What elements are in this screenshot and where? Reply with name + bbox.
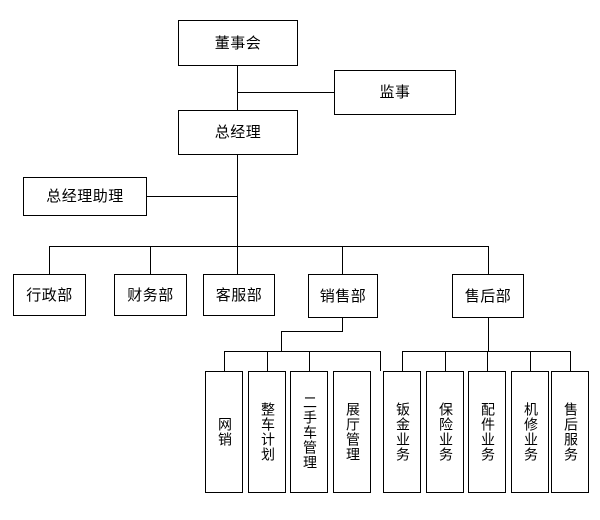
node-general-manager[interactable]: 总经理 xyxy=(178,110,298,155)
node-board-label: 董事会 xyxy=(214,33,262,52)
connector-sales-sub-bus xyxy=(224,351,380,352)
connector-drop-after-repair xyxy=(530,351,531,371)
node-after-repair-label: 机修业务 xyxy=(522,402,539,462)
node-dept-after-sales-label: 售后部 xyxy=(464,286,512,305)
node-after-parts[interactable]: 配件业务 xyxy=(468,371,506,493)
connector-board-to-supervisor xyxy=(237,92,334,93)
node-supervisor[interactable]: 监事 xyxy=(334,70,456,115)
node-sales-used-car-label: 二手车管理 xyxy=(301,394,318,470)
connector-drop-sales-used-car xyxy=(309,351,310,371)
node-dept-after-sales[interactable]: 售后部 xyxy=(452,274,524,318)
node-sales-vehicle-plan-label: 整车计划 xyxy=(259,402,276,462)
node-dept-sales[interactable]: 销售部 xyxy=(308,274,378,318)
node-after-bodywork[interactable]: 钣金业务 xyxy=(383,371,421,493)
node-dept-customer-service[interactable]: 客服部 xyxy=(203,274,275,316)
node-sales-online-label: 网销 xyxy=(216,417,233,447)
node-gm-assistant[interactable]: 总经理助理 xyxy=(23,177,147,216)
connector-after-sales-down xyxy=(488,318,489,351)
connector-sales-jog xyxy=(281,331,343,332)
node-sales-used-car[interactable]: 二手车管理 xyxy=(290,371,328,493)
node-after-bodywork-label: 钣金业务 xyxy=(394,402,411,462)
connector-drop-sales-showroom xyxy=(380,351,381,371)
node-sales-vehicle-plan[interactable]: 整车计划 xyxy=(248,371,286,493)
node-after-repair[interactable]: 机修业务 xyxy=(511,371,549,493)
node-general-manager-label: 总经理 xyxy=(214,123,262,142)
connector-sales-down-b xyxy=(281,331,282,351)
node-dept-sales-label: 销售部 xyxy=(319,286,367,305)
connector-drop-admin xyxy=(49,246,50,275)
node-board[interactable]: 董事会 xyxy=(178,20,298,66)
node-dept-finance[interactable]: 财务部 xyxy=(114,274,187,316)
node-after-service[interactable]: 售后服务 xyxy=(551,371,589,493)
node-after-service-label: 售后服务 xyxy=(562,402,579,462)
node-dept-admin[interactable]: 行政部 xyxy=(13,274,86,316)
node-dept-admin-label: 行政部 xyxy=(26,285,73,304)
connector-sales-down-a xyxy=(342,318,343,331)
node-after-insurance[interactable]: 保险业务 xyxy=(426,371,464,493)
connector-drop-sales xyxy=(342,246,343,275)
connector-drop-sales-online xyxy=(224,351,225,371)
connector-drop-after-insurance xyxy=(445,351,446,371)
node-dept-finance-label: 财务部 xyxy=(127,285,174,304)
node-after-parts-label: 配件业务 xyxy=(479,402,496,462)
connector-drop-finance xyxy=(150,246,151,275)
connector-gm-to-assistant xyxy=(146,196,237,197)
node-sales-showroom[interactable]: 展厅管理 xyxy=(333,371,371,493)
connector-drop-after-bodywork xyxy=(402,351,403,371)
connector-drop-after-parts xyxy=(487,351,488,371)
node-after-insurance-label: 保险业务 xyxy=(437,402,454,462)
node-dept-customer-service-label: 客服部 xyxy=(215,285,263,304)
connector-drop-after-sales xyxy=(488,246,489,275)
connector-drop-sales-vehicle-plan xyxy=(267,351,268,371)
connector-after-sales-sub-bus xyxy=(402,351,570,352)
connector-drop-customer-service xyxy=(237,246,238,275)
connector-board-down xyxy=(237,65,238,110)
node-sales-online[interactable]: 网销 xyxy=(205,371,243,493)
connector-department-bus xyxy=(49,246,489,247)
connector-gm-down xyxy=(237,154,238,246)
node-supervisor-label: 监事 xyxy=(379,83,411,102)
connector-drop-after-service xyxy=(570,351,571,371)
node-gm-assistant-label: 总经理助理 xyxy=(46,187,124,206)
node-sales-showroom-label: 展厅管理 xyxy=(344,402,361,462)
